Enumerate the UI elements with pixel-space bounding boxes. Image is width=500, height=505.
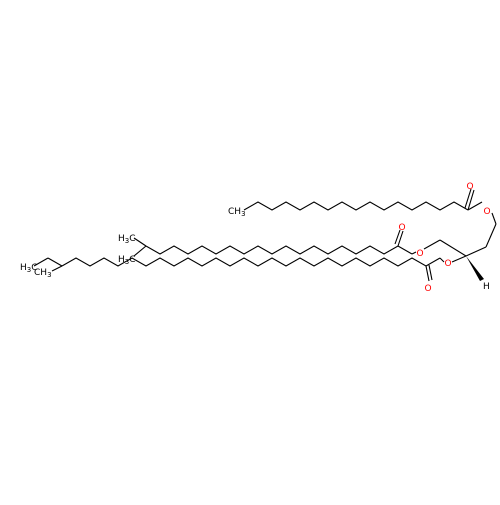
- top-chain-bonds: [243, 201, 469, 211]
- top-carbonyl: [464, 188, 475, 211]
- top-ester-oxygen: O: [483, 207, 490, 217]
- middle-chain-methyl-label-upper: H3C: [118, 234, 136, 245]
- bottom-chain-branch-methyl-label: CH3: [34, 268, 52, 279]
- bottom-chain-bonds: [61, 257, 441, 267]
- bottom-carbonyl: [425, 264, 433, 282]
- bottom-acyl-chain: [33, 257, 445, 272]
- bottom-carbonyl-oxygen: O: [424, 284, 431, 294]
- middle-chain-methyl-label-lower: H3C: [118, 255, 136, 266]
- glycerol-backbone: [451, 246, 487, 263]
- bottom-ester-oxygen: O: [444, 259, 451, 269]
- middle-chain-bonds: [145, 245, 413, 255]
- stereo-hydrogen: H: [483, 282, 490, 292]
- middle-ester-oxygen: O: [416, 249, 423, 259]
- top-acyl-chain: [243, 201, 497, 248]
- bottom-chain-methyl-label-ethyl: H3C: [20, 263, 38, 274]
- middle-carbonyl-oxygen: O: [398, 223, 405, 233]
- middle-acyl-chain: [133, 237, 467, 257]
- middle-carbonyl: [394, 229, 404, 247]
- top-carbonyl-oxygen: O: [466, 182, 473, 192]
- top-chain-methyl-label: CH3: [228, 207, 246, 218]
- stereo-wedge-bond: [466, 256, 484, 281]
